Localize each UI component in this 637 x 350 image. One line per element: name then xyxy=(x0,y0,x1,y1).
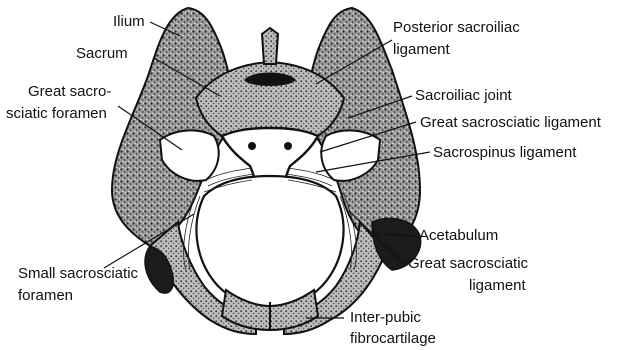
label-great-ligament-upper: Great sacrosciatic ligament xyxy=(420,114,602,131)
label-inter-pubic-2: fibrocartilage xyxy=(350,330,436,347)
label-great-foramen-2: sciatic foramen xyxy=(6,105,107,122)
sacral-spine xyxy=(262,28,278,64)
label-inter-pubic-1: Inter-pubic xyxy=(350,309,421,326)
label-sacroiliac-joint: Sacroiliac joint xyxy=(415,87,513,104)
label-sacrospinus: Sacrospinus ligament xyxy=(433,144,577,161)
sacral-foramen-right xyxy=(284,142,292,150)
label-small-foramen-2: foramen xyxy=(18,287,73,304)
label-posterior-sacroiliac-2: ligament xyxy=(393,41,451,58)
sacral-foramen-left xyxy=(248,142,256,150)
label-great-ligament-lower-2: ligament xyxy=(469,277,527,294)
label-small-foramen-1: Small sacrosciatic xyxy=(18,265,139,282)
label-great-foramen-1: Great sacro- xyxy=(28,83,111,100)
label-sacrum: Sacrum xyxy=(76,45,128,62)
label-acetabulum: Acetabulum xyxy=(419,227,498,244)
label-ilium: Ilium xyxy=(113,13,145,30)
label-posterior-sacroiliac-1: Posterior sacroiliac xyxy=(393,19,520,36)
pelvic-inlet xyxy=(196,176,343,310)
label-great-ligament-lower-1: Great sacrosciatic xyxy=(408,255,529,272)
